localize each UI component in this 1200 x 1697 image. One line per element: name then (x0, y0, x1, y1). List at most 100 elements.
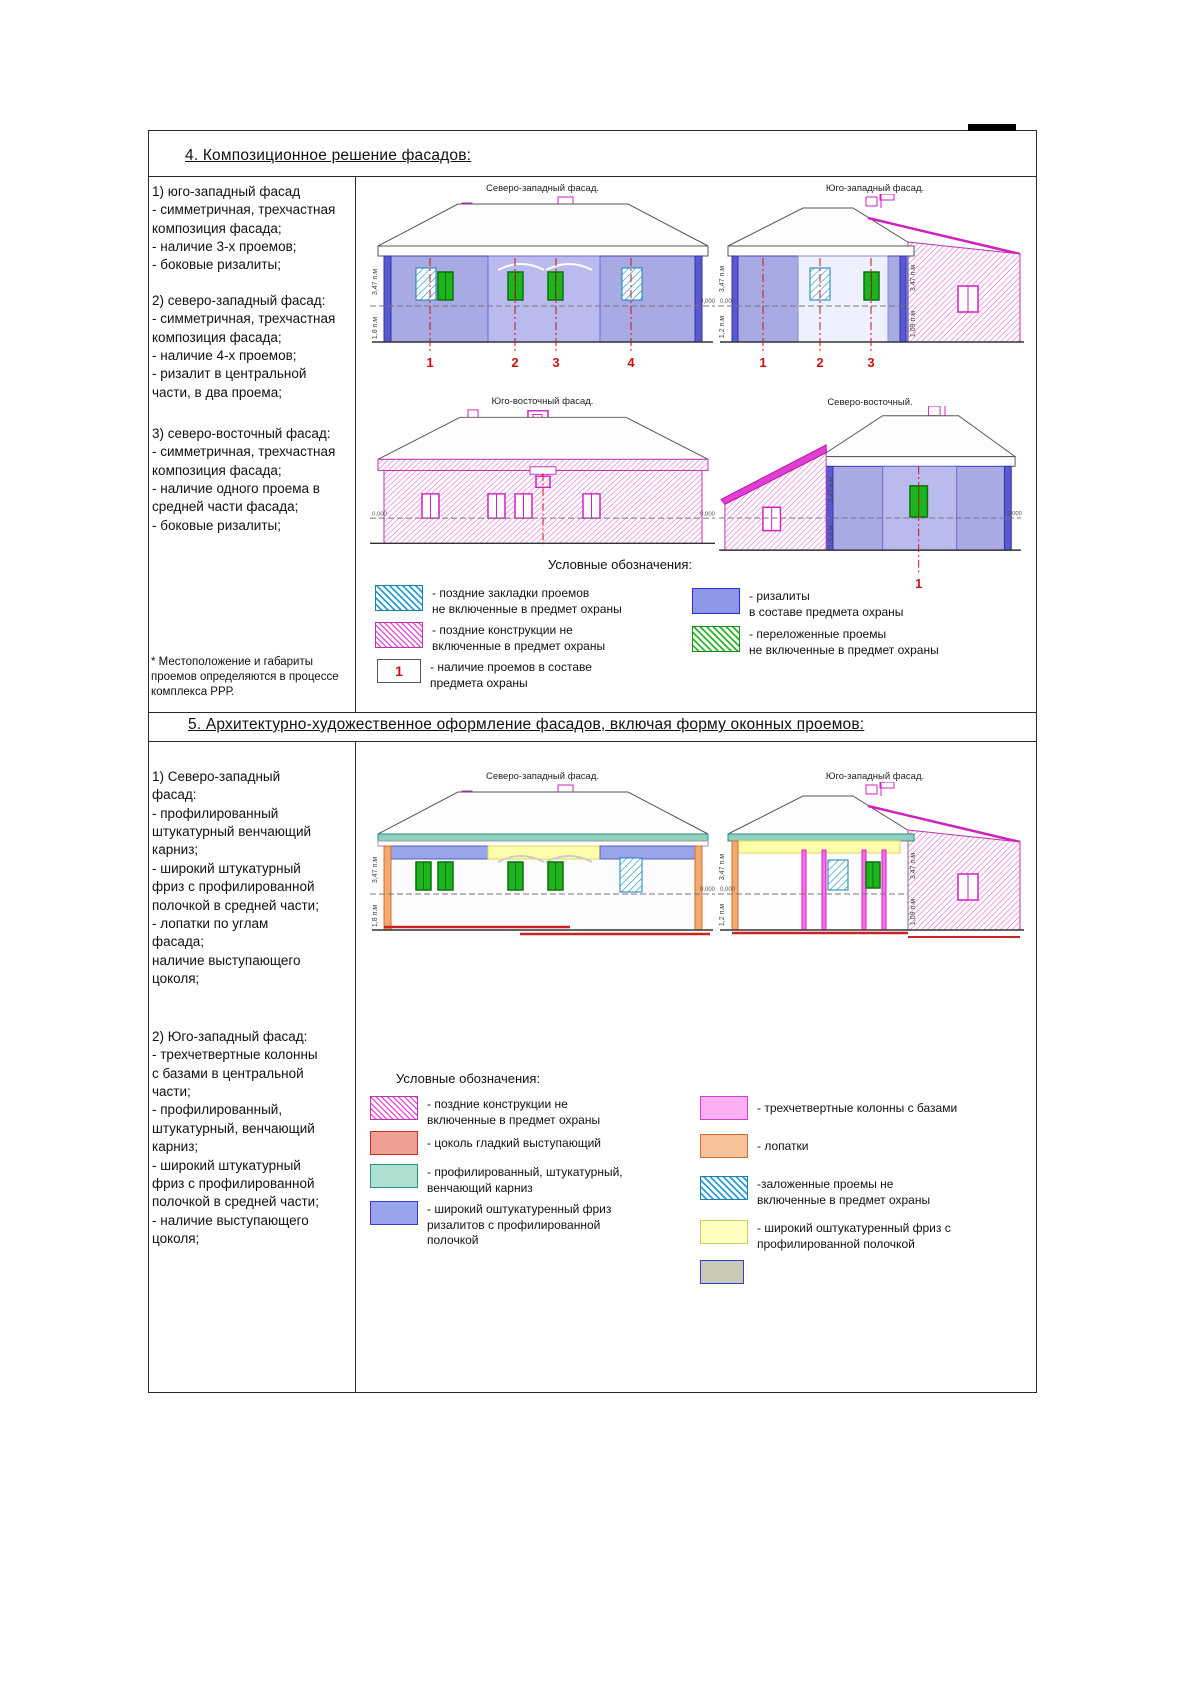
section5-note-1: 1) Северо-западный фасад: - профилирован… (152, 769, 319, 986)
section5-header-top (148, 712, 1037, 713)
right-risalit-strip (899, 255, 907, 343)
risalit-frieze (599, 845, 696, 860)
legend-item: - трехчетвертные колонны с базами (700, 1096, 957, 1120)
addition-window (957, 285, 979, 313)
corner-pilaster (731, 840, 739, 931)
section4-note-1: 1) юго-западный фасад - симметричная, тр… (152, 184, 336, 273)
addition-roof (720, 444, 827, 505)
late-addition (724, 448, 827, 551)
frame-right (1036, 130, 1037, 1393)
risalit-frieze (390, 845, 489, 860)
roof (727, 795, 916, 835)
addition-roof (867, 804, 1021, 844)
legend-swatch-late-structures (375, 622, 423, 648)
section4-header-divider (148, 176, 1037, 177)
chimney (865, 194, 895, 208)
dimension-label: 3,47 п.м (372, 857, 379, 883)
legend-label: - поздние конструкции не включенные в пр… (432, 623, 606, 653)
late-windows (421, 493, 601, 519)
frame-left (148, 130, 149, 1393)
legend-item: - поздние конструкции не включенные в пр… (370, 1096, 600, 1128)
section5-note-2: 2) Юго-западный фасад: - трехчетвертные … (152, 1029, 319, 1246)
chimney (865, 782, 895, 796)
section5-title: 5. Архитектурно-художественное оформлени… (188, 716, 865, 733)
opening-number: 2 (511, 355, 518, 369)
legend-swatch-risalits (692, 588, 740, 614)
legend-swatch-late-infill (375, 585, 423, 611)
drawing-nw-facade-s5: 0,000 3,47 п.м 1,8 п.м (370, 784, 715, 936)
infilled-opening (619, 857, 643, 893)
legend-swatch-late-structures (370, 1096, 418, 1120)
drawing-title-se-s4: Юго-восточный фасад. (491, 396, 594, 407)
legend-swatch-frieze (700, 1220, 748, 1244)
section4-footnote: * Местоположение и габариты проемов опре… (151, 656, 339, 698)
legend-swatch-infilled-openings (700, 1176, 748, 1200)
legend-item: - широкий оштукатуренный фриз ризалитов … (370, 1201, 611, 1249)
addition-window (762, 506, 782, 532)
section4-note-2: 2) северо-западный фасад: - симметричная… (152, 293, 336, 400)
window (437, 271, 454, 301)
addition-roof (867, 216, 1021, 256)
legend-item: - поздние конструкции не включенные в пр… (375, 622, 605, 654)
window (437, 861, 454, 891)
level-label: 0,000 (1007, 511, 1022, 517)
section4-title: 4. Композиционное решение фасадов: (185, 147, 472, 164)
dimension-label: 3,47 п.м (828, 477, 835, 503)
roof (377, 791, 709, 835)
drawing-title-sw-s4: Юго-западный фасад. (825, 183, 925, 194)
dimension-label: 1,2 п.м (719, 904, 726, 926)
legend-item: - лопатки (700, 1134, 809, 1158)
opening-number: 1 (915, 577, 922, 591)
chimney (927, 406, 946, 417)
drawing-title-sw-s5: Юго-западный фасад. (825, 771, 925, 782)
legend-label: - цоколь гладкий выступающий (427, 1136, 601, 1150)
dimension-label: 1,8 п.м (372, 317, 379, 339)
infilled-opening (809, 267, 831, 301)
infilled-opening (827, 859, 849, 891)
legend-swatch-columns (700, 1096, 748, 1120)
drawing-sw-facade-s4: 0,000 1 2 3 3,47 п.м 1,2 п.м 3,47 п.м 1,… (718, 194, 1024, 369)
central-frieze (487, 845, 601, 860)
addition-window (957, 873, 979, 901)
drawing-title-nw-s5: Северо-западный фасад. (485, 771, 600, 782)
dimension-label: 1,09 п.м (910, 899, 917, 925)
opening-number: 3 (552, 355, 559, 369)
section5-column-divider (355, 741, 356, 1392)
window (865, 861, 881, 889)
legend-title-s4: Условные обозначения: (547, 557, 693, 572)
level-label: 0,000 (720, 887, 736, 893)
window-arch (497, 263, 545, 271)
legend-swatch-opening-number: 1 (377, 659, 421, 683)
opening-axes (429, 258, 632, 354)
legend-label: - ризалиты в составе предмета охраны (749, 589, 904, 619)
central-risalit (487, 255, 601, 343)
left-risalit-strip (383, 255, 392, 343)
legend-item: - переложенные проемы не включенные в пр… (692, 626, 939, 658)
section4-column-divider (355, 176, 356, 712)
roof (727, 207, 916, 247)
legend-label: - широкий оштукатуренный фриз с профилир… (757, 1221, 951, 1251)
drawing-nw-facade-s4: 0,000 1 2 3 4 3,47 п.м 1,8 п.м (370, 196, 715, 369)
window (507, 861, 524, 891)
right-risalit-strip (1003, 465, 1012, 551)
frame-bottom (148, 1392, 1037, 1393)
opening-number: 1 (759, 355, 766, 369)
legend-label: - лопатки (757, 1139, 809, 1153)
legend-label: - трехчетвертные колонны с базами (757, 1101, 958, 1115)
drawing-sw-facade-s5: 0,000 3,47 п.м 1,2 п.м 3,47 п.м 1,09 п.м (718, 782, 1024, 938)
legend-label: - поздние закладки проемов не включенные… (432, 586, 622, 616)
roof (818, 415, 1017, 458)
legend-item (700, 1260, 753, 1284)
scan-artifact (968, 124, 1016, 131)
opening-number: 3 (867, 355, 874, 369)
legend-swatch-pilasters (700, 1134, 748, 1158)
profiled-cornice (377, 833, 709, 842)
legend-label: -заложенные проемы не включенные в предм… (757, 1177, 931, 1207)
cornice (819, 456, 1016, 467)
level-label: 0,000 (700, 511, 715, 517)
legend-title-s5: Условные обозначения: (396, 1071, 541, 1086)
cornice (377, 245, 709, 257)
drawing-se-facade-s4: 0,000 0,000 (370, 409, 715, 545)
window-arch (497, 855, 545, 863)
level-label: 0,000 (720, 299, 736, 305)
